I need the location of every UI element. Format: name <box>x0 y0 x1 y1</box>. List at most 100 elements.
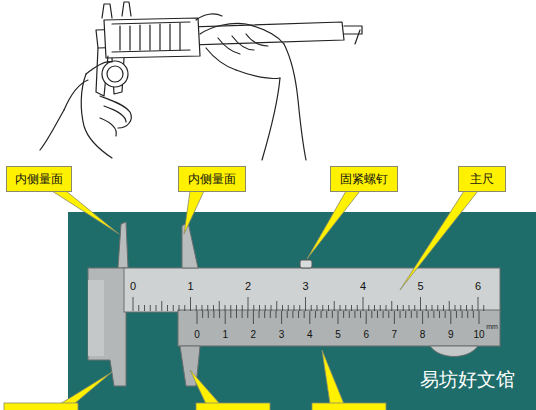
scale-tick <box>219 311 220 318</box>
callout-text: 固紧螺钉 <box>340 171 388 188</box>
scale-tick <box>403 305 404 311</box>
scale-number: 0 <box>194 330 200 340</box>
scale-tick <box>225 311 226 324</box>
scale-tick <box>479 311 480 324</box>
scale-number: 8 <box>420 330 426 340</box>
scale-tick <box>462 311 463 318</box>
scale-tick <box>236 311 237 318</box>
scale-tick <box>270 311 271 318</box>
scale-tick <box>386 305 387 311</box>
scale-tick <box>247 311 248 318</box>
scale-tick <box>197 311 198 324</box>
scale-tick <box>230 305 231 311</box>
scale-tick <box>366 311 367 324</box>
scale-tick <box>439 311 440 318</box>
scale-tick <box>294 305 295 311</box>
scale-tick <box>225 305 226 311</box>
scale-tick <box>340 305 341 311</box>
scale-number: 6 <box>475 281 481 292</box>
scale-tick <box>276 301 277 311</box>
scale-tick <box>259 305 260 311</box>
scale-tick <box>133 297 134 311</box>
scale-tick <box>383 311 384 318</box>
scale-number: 9 <box>448 330 454 340</box>
scale-tick <box>416 311 417 318</box>
scale-tick <box>161 301 162 311</box>
scale-number: 10 <box>473 330 484 340</box>
scale-tick <box>405 311 406 318</box>
scale-tick <box>354 311 355 318</box>
scale-tick <box>397 305 398 311</box>
scale-tick <box>265 305 266 311</box>
scale-number: 1 <box>187 281 193 292</box>
scale-tick <box>248 297 249 311</box>
scale-tick <box>298 311 299 318</box>
scale-tick <box>253 305 254 311</box>
scale-number: 2 <box>245 281 251 292</box>
scale-tick <box>213 305 214 311</box>
scale-tick <box>150 305 151 311</box>
scale-tick <box>332 311 333 318</box>
callout-box: 内侧量面 <box>6 166 72 192</box>
scale-tick <box>432 305 433 311</box>
scale-tick <box>259 311 260 318</box>
scale-tick <box>351 305 352 311</box>
watermark: 易坊好文馆 <box>420 370 515 389</box>
scale-tick <box>322 305 323 311</box>
scale-tick <box>179 305 180 311</box>
scale-tick <box>287 311 288 318</box>
scale-tick <box>343 311 344 318</box>
scale-tick <box>363 297 364 311</box>
scale-tick <box>483 305 484 311</box>
callout-box: 固紧螺钉 <box>330 166 398 192</box>
scale-tick <box>394 311 395 324</box>
scale-tick <box>281 311 282 324</box>
scale-tick <box>411 311 412 318</box>
scale-tick <box>400 311 401 318</box>
scale-tick <box>230 311 231 318</box>
scale-tick <box>433 311 434 318</box>
scale-tick <box>305 297 306 311</box>
scale-tick <box>309 311 310 324</box>
scale-tick <box>271 305 272 311</box>
scale-tick <box>213 311 214 318</box>
scale-tick <box>414 305 415 311</box>
scale-tick <box>317 305 318 311</box>
scale-tick <box>138 305 139 311</box>
scale-tick <box>190 297 191 311</box>
scale-tick <box>467 311 468 318</box>
scale-tick <box>144 305 145 311</box>
scale-tick <box>338 311 339 324</box>
callout-text: 内侧量面 <box>15 171 63 188</box>
scale-tick <box>236 305 237 311</box>
scale-number: 2 <box>251 330 257 340</box>
scale-number: 0 <box>130 281 136 292</box>
scale-tick <box>208 311 209 318</box>
scale-tick <box>450 311 451 324</box>
scale-tick <box>288 305 289 311</box>
scale-tick <box>275 311 276 318</box>
scale-number: 7 <box>392 330 398 340</box>
scale-tick <box>460 305 461 311</box>
scale-tick <box>456 311 457 318</box>
callout-box: 内侧量面 <box>178 166 246 192</box>
scale-tick <box>299 305 300 311</box>
scale-tick <box>304 311 305 318</box>
scale-tick <box>167 305 168 311</box>
unit-label: mm <box>486 323 498 330</box>
scale-tick <box>472 305 473 311</box>
scale-tick <box>466 305 467 311</box>
scale-tick <box>202 311 203 318</box>
scale-tick <box>420 297 421 311</box>
scale-tick <box>196 305 197 311</box>
scale-tick <box>242 305 243 311</box>
scale-tick <box>207 305 208 311</box>
scale-tick <box>315 311 316 318</box>
scale-tick <box>478 297 479 311</box>
scale-tick <box>349 311 350 318</box>
scale-tick <box>156 305 157 311</box>
callout-text: 主尺 <box>470 171 494 188</box>
scale-tick <box>428 311 429 318</box>
scale-tick <box>328 305 329 311</box>
